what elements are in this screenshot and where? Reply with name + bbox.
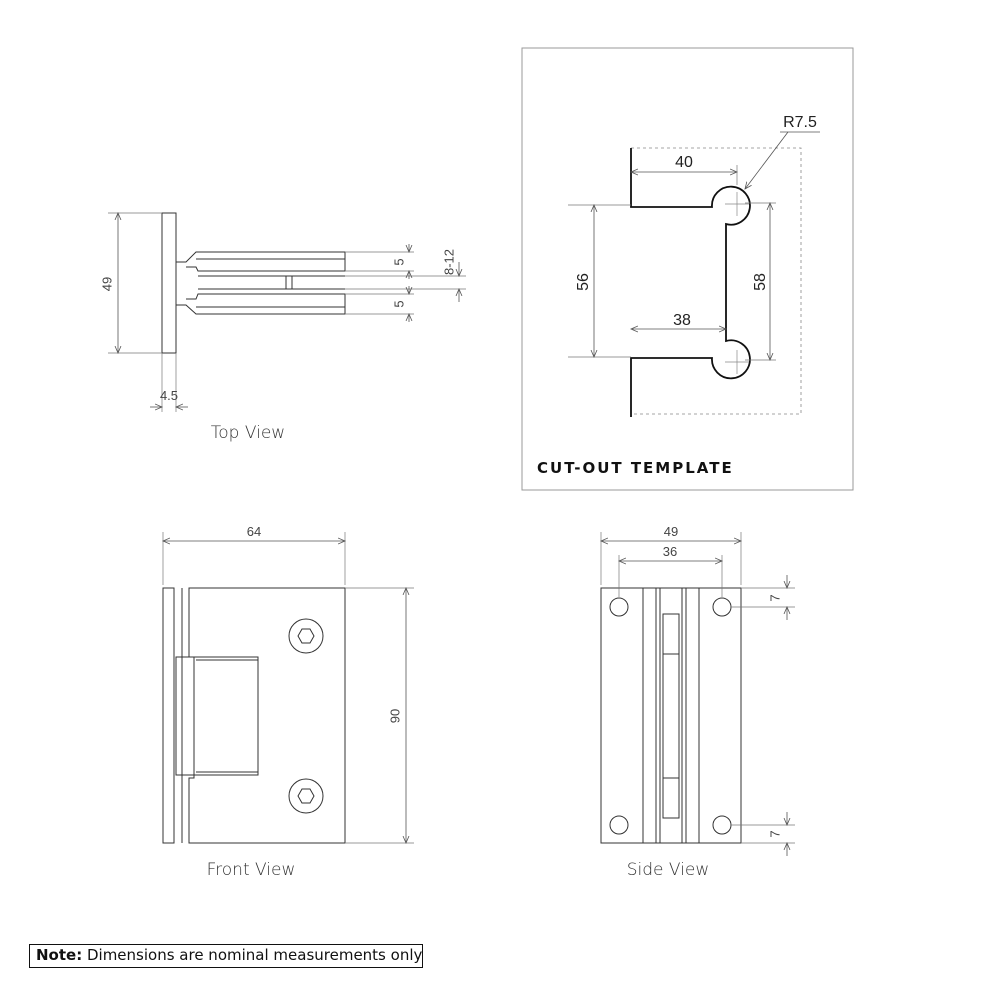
- cutout-profile: [630, 148, 751, 417]
- hole-top-left: [609, 597, 629, 617]
- dim-front-width: 64: [247, 524, 261, 539]
- dim-hole-top-offset: 7: [767, 594, 782, 601]
- dim-bottom-width: 38: [673, 312, 691, 329]
- top-view: 5 8-12 5 49 4.5 Top View: [99, 213, 466, 443]
- side-body: [600, 587, 742, 844]
- knuckle-top: [662, 613, 680, 655]
- dim-glass-thickness: 8-12: [441, 249, 456, 275]
- cutout-frame: [521, 47, 854, 491]
- cutout-title: CUT-OUT TEMPLATE: [537, 459, 734, 477]
- note-box: Note: Dimensions are nominal measurement…: [29, 944, 423, 968]
- dim-left-height: 56: [575, 273, 592, 291]
- dim-clamp-top: 5: [391, 258, 406, 265]
- hinge-leaf: [175, 656, 259, 776]
- front-view: 64 90 Front View: [163, 524, 414, 880]
- dim-clamp-bottom: 5: [391, 300, 406, 307]
- hole-bottom-left: [609, 815, 629, 835]
- knuckle-bottom: [662, 777, 680, 819]
- note-text: Dimensions are nominal measurements only: [82, 946, 423, 964]
- dim-plate-thickness: 4.5: [160, 388, 178, 403]
- dim-side-width: 49: [664, 524, 678, 539]
- front-view-caption: Front View: [207, 860, 296, 880]
- note-label: Note:: [36, 946, 83, 964]
- dim-right-height: 58: [752, 273, 769, 291]
- lower-clamp: [176, 293, 346, 315]
- screw-top: [288, 618, 324, 654]
- hinge-body: [188, 587, 346, 844]
- cutout-template: R7.5 40 38 56 58 CUT-OUT TEMPLATE: [521, 47, 854, 491]
- dim-height: 49: [99, 277, 114, 291]
- side-view: 49 36 7 7 Side View: [601, 524, 795, 880]
- dim-hole-spacing: 36: [663, 544, 677, 559]
- dim-hole-bottom-offset: 7: [767, 830, 782, 837]
- screw-bottom: [288, 778, 324, 814]
- upper-clamp: [176, 251, 346, 272]
- hole-bottom-right: [712, 815, 732, 835]
- top-view-caption: Top View: [211, 423, 285, 443]
- glass-edge: [631, 147, 802, 415]
- hole-top-right: [712, 597, 732, 617]
- dim-radius: R7.5: [783, 114, 817, 131]
- wall-plate-front: [162, 587, 175, 844]
- dim-top-width: 40: [675, 154, 693, 171]
- side-view-caption: Side View: [627, 860, 710, 880]
- wall-plate: [161, 212, 177, 354]
- dim-front-height: 90: [387, 709, 402, 723]
